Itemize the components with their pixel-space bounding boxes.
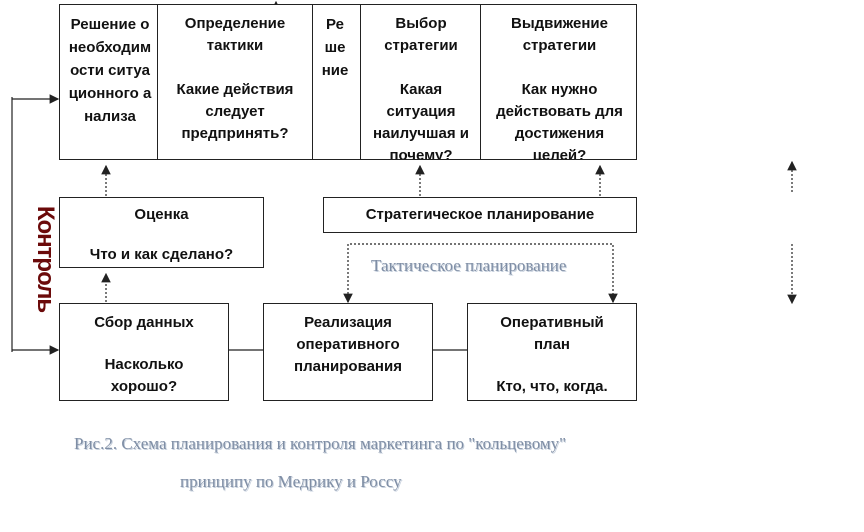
- figure-caption-line2: принципу по Медрику и Россу: [180, 472, 402, 491]
- tactics-question: Какие действия следует предпринять?: [176, 81, 294, 142]
- implementation-box: Реализация оперативного планирования: [263, 303, 433, 401]
- tactics-title: Определение тактики: [184, 15, 286, 54]
- tactics-cell: Определение тактики Какие действия следу…: [157, 5, 312, 159]
- control-side-label: Контроль: [32, 205, 60, 313]
- tactical-planning-label: Тактическое планирование: [371, 256, 567, 275]
- tactical-bracket: [347, 243, 614, 302]
- choice-cell: Выбор стратегии Какая ситуация наилучшая…: [360, 5, 481, 159]
- evaluation-title: Оценка: [134, 206, 189, 223]
- data-collection-box: Сбор данных Насколько хорошо?: [59, 303, 229, 401]
- nomination-cell: Выдвижение стратегии Как нужно действова…: [480, 5, 636, 159]
- data-collection-question: Насколько хорошо?: [104, 356, 184, 395]
- top-row-box: Решение о необходимости ситуационного ан…: [59, 4, 637, 160]
- implementation-title: Реализация оперативного планирования: [294, 314, 402, 375]
- data-collection-title: Сбор данных: [94, 314, 194, 331]
- strategic-planning-label: Стратегическое планирование: [365, 206, 595, 223]
- choice-title: Выбор стратегии: [384, 15, 458, 54]
- nomination-question: Как нужно действовать для достижения цел…: [496, 81, 623, 159]
- evaluation-question: Что и как сделано?: [89, 246, 234, 263]
- operational-plan-question: Кто, что, когда.: [496, 378, 608, 395]
- decision-cell: Решение: [312, 5, 361, 159]
- need-cell: Решение о необходимости ситуационного ан…: [60, 5, 158, 159]
- evaluation-box: Оценка Что и как сделано?: [59, 197, 264, 268]
- operational-plan-title: Оперативный план: [500, 314, 604, 353]
- choice-question: Какая ситуация наилучшая и почему?: [373, 81, 469, 159]
- nomination-title: Выдвижение стратегии: [510, 15, 608, 54]
- operational-plan-box: Оперативный план Кто, что, когда.: [467, 303, 637, 401]
- figure-caption-line1: Рис.2. Схема планирования и контроля мар…: [74, 434, 567, 453]
- need-text: Решение о необходимости ситуационного ан…: [68, 16, 152, 125]
- strategic-planning-box: Стратегическое планирование: [323, 197, 637, 233]
- decision-text: Решение: [321, 16, 349, 79]
